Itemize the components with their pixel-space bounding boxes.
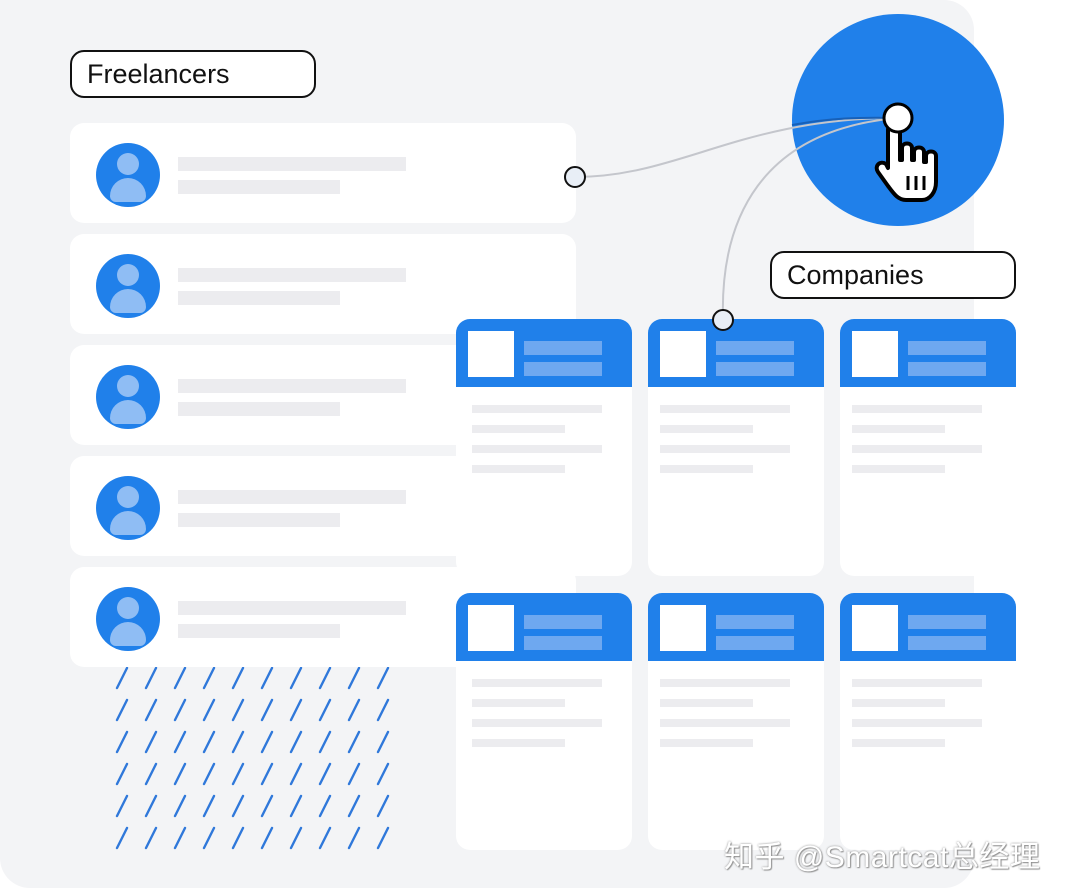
text-placeholder [472,445,602,453]
detail-placeholder [178,402,340,416]
title-placeholder [908,341,986,355]
text-placeholder [472,719,602,727]
freelancer-card[interactable] [70,123,576,223]
subtitle-placeholder [524,636,602,650]
title-placeholder [908,615,986,629]
name-placeholder [178,490,406,504]
text-placeholder [472,405,602,413]
hand-pointer-icon [874,102,938,202]
company-card[interactable] [456,593,632,850]
company-card-header [648,319,824,387]
text-placeholder [660,405,790,413]
companies-label: Companies [770,251,1016,299]
company-logo-placeholder [468,331,514,377]
text-placeholder [472,739,565,747]
text-placeholder [472,465,565,473]
text-placeholder [660,679,790,687]
freelancer-card[interactable] [70,234,576,334]
user-avatar-icon [96,254,160,318]
subtitle-placeholder [716,636,794,650]
company-logo-placeholder [852,605,898,651]
company-connection-node[interactable] [712,309,734,331]
text-placeholder [852,425,945,433]
detail-placeholder [178,180,340,194]
text-placeholder [852,405,982,413]
company-card[interactable] [456,319,632,576]
text-placeholder [852,699,945,707]
title-placeholder [524,615,602,629]
name-placeholder [178,379,406,393]
detail-placeholder [178,513,340,527]
company-card-header [648,593,824,661]
company-logo-placeholder [468,605,514,651]
text-placeholder [852,679,982,687]
company-card-header [456,319,632,387]
text-placeholder [852,739,945,747]
subtitle-placeholder [524,362,602,376]
text-placeholder [660,425,753,433]
company-card[interactable] [840,319,1016,576]
detail-placeholder [178,624,340,638]
name-placeholder [178,268,406,282]
title-placeholder [716,615,794,629]
hatch-pattern [110,662,400,852]
text-placeholder [660,699,753,707]
text-placeholder [660,445,790,453]
text-placeholder [660,465,753,473]
company-card[interactable] [648,319,824,576]
text-placeholder [660,739,753,747]
watermark: 知乎 @Smartcat总经理 [724,841,1041,874]
subtitle-placeholder [908,636,986,650]
user-avatar-icon [96,587,160,651]
name-placeholder [178,601,406,615]
text-placeholder [852,465,945,473]
company-card[interactable] [840,593,1016,850]
text-placeholder [472,699,565,707]
user-avatar-icon [96,476,160,540]
company-logo-placeholder [660,605,706,651]
company-card-header [840,319,1016,387]
company-card[interactable] [648,593,824,850]
text-placeholder [472,425,565,433]
name-placeholder [178,157,406,171]
text-placeholder [852,445,982,453]
user-avatar-icon [96,365,160,429]
detail-placeholder [178,291,340,305]
text-placeholder [660,719,790,727]
user-avatar-icon [96,143,160,207]
text-placeholder [472,679,602,687]
company-card-header [840,593,1016,661]
text-placeholder [852,719,982,727]
title-placeholder [524,341,602,355]
freelancers-label: Freelancers [70,50,316,98]
title-placeholder [716,341,794,355]
freelancer-connection-node[interactable] [564,166,586,188]
company-logo-placeholder [852,331,898,377]
subtitle-placeholder [908,362,986,376]
subtitle-placeholder [716,362,794,376]
company-logo-placeholder [660,331,706,377]
company-card-header [456,593,632,661]
